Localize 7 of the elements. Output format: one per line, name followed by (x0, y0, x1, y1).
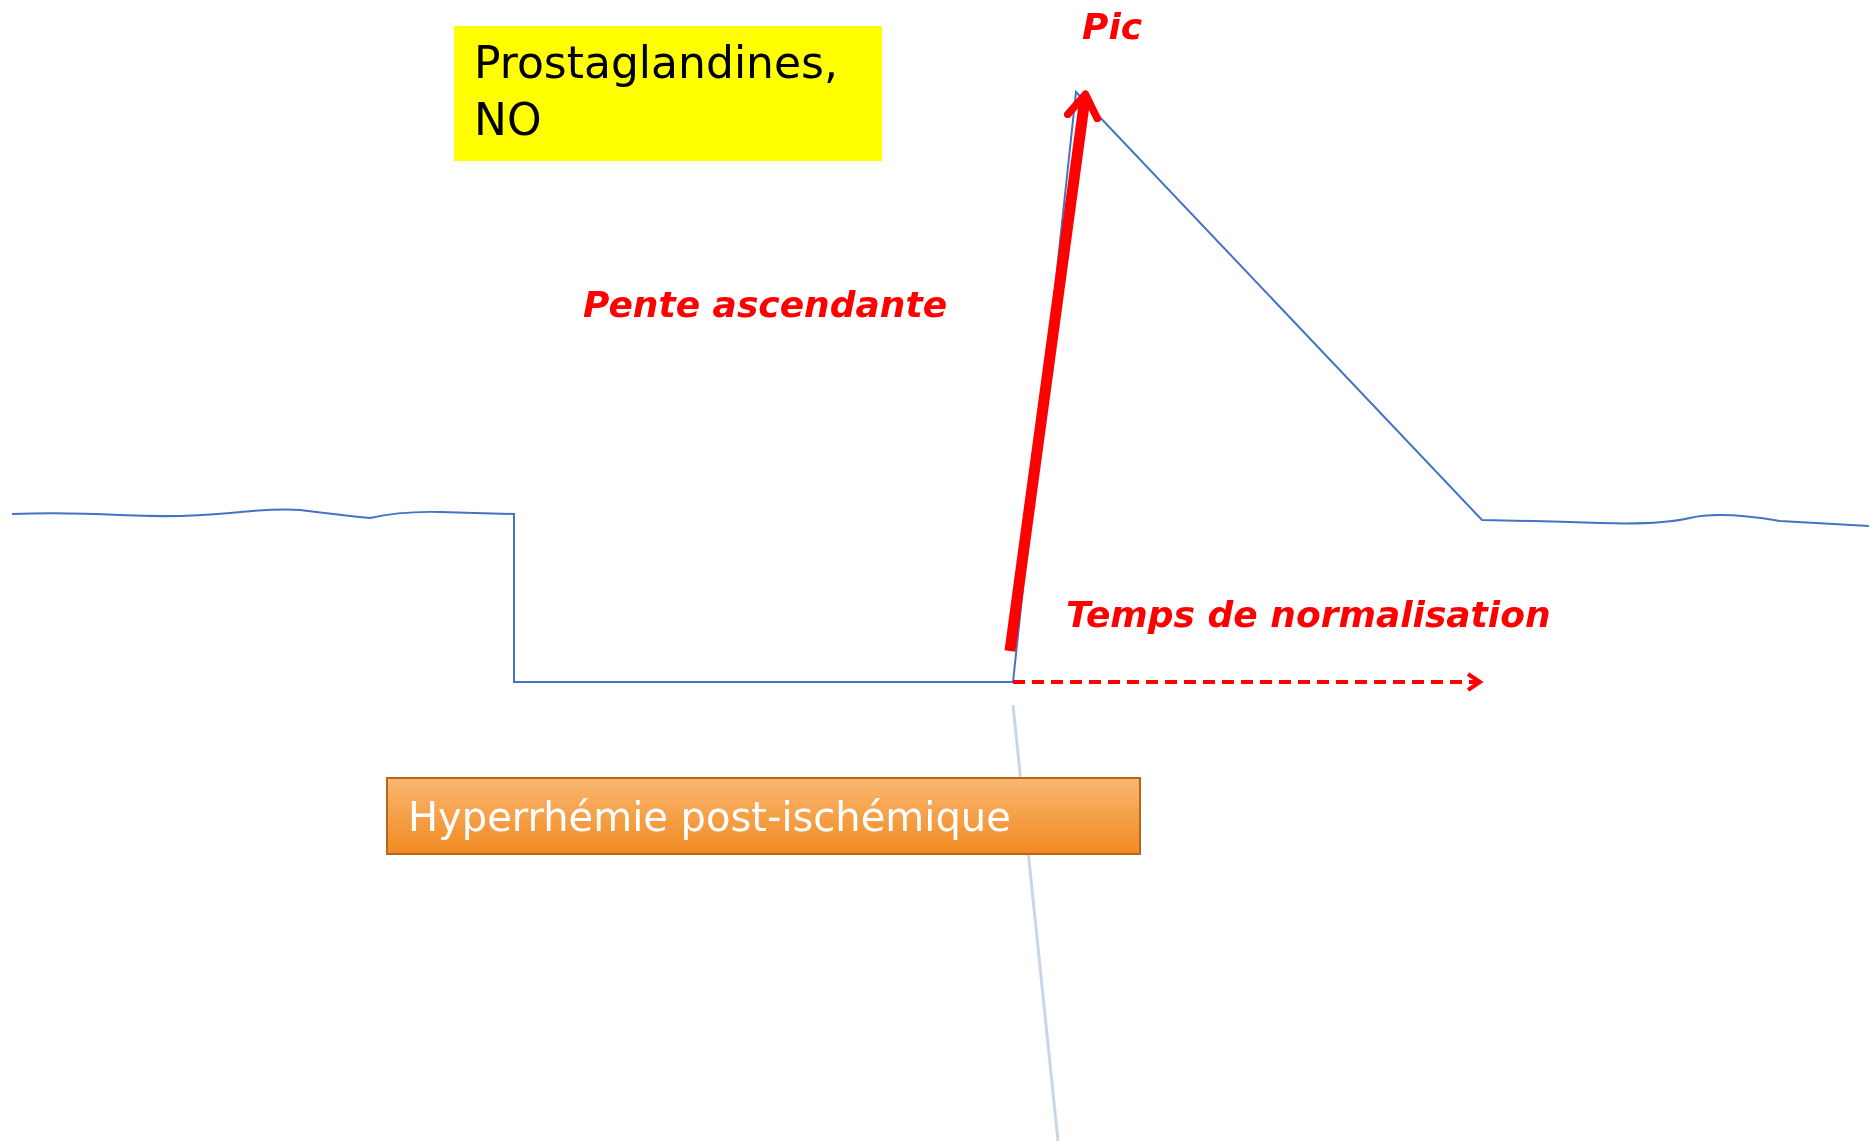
highlight-box (454, 26, 882, 161)
annotation-label: Pic (1082, 6, 1143, 47)
box-text: Prostaglandines, NO (474, 36, 839, 148)
box-text: Hyperrhémie post-ischémique (408, 793, 1012, 842)
label-banner (386, 777, 1141, 855)
annotation-label: Pente ascendante (583, 284, 948, 325)
annotation-label: Temps de normalisation (1066, 594, 1551, 635)
